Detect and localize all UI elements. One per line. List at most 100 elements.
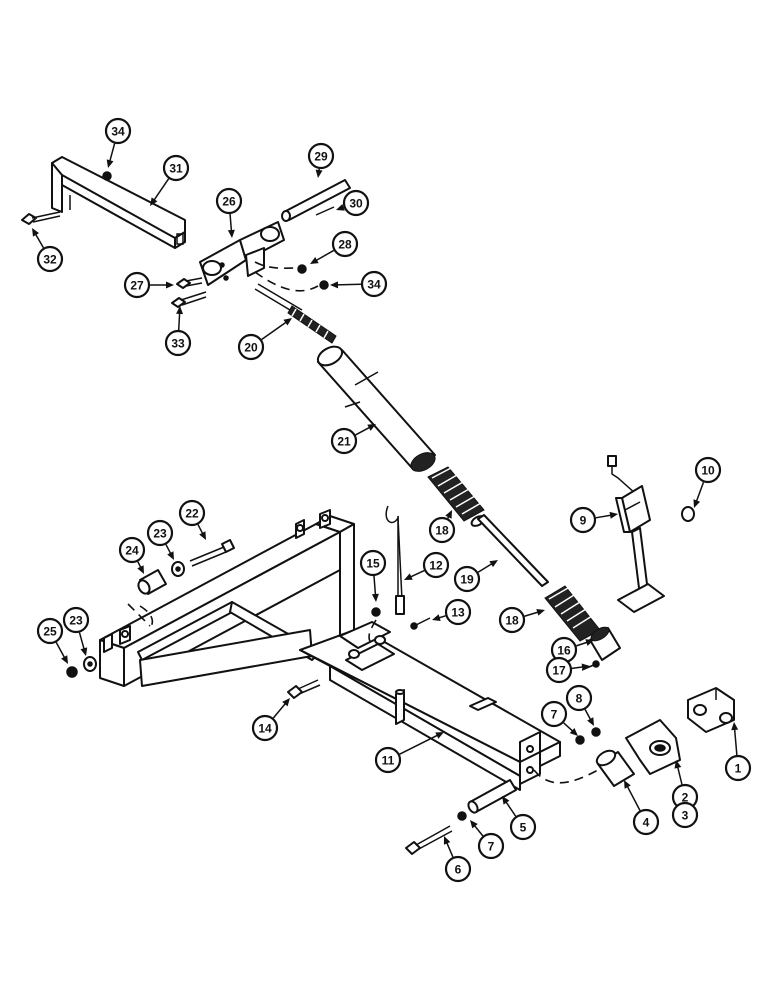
- callout-arrowhead: [336, 204, 345, 211]
- callout-circle: [178, 499, 206, 527]
- a-frame-11: [99, 509, 561, 791]
- callout-circle: [162, 154, 190, 182]
- callout-18: 18: [428, 510, 456, 544]
- callout-12: 12: [404, 551, 450, 580]
- callout-5: 5: [502, 796, 537, 841]
- callout-leader: [626, 784, 641, 811]
- callout-number: 7: [551, 708, 558, 722]
- callout-34: 34: [104, 117, 132, 168]
- clevis-26: [199, 221, 285, 286]
- callout-arrowhead: [445, 510, 452, 519]
- callout-arrowhead: [693, 499, 701, 508]
- callout-4: 4: [624, 780, 660, 836]
- callout-arrowhead: [199, 531, 206, 540]
- callout-number: 18: [435, 524, 449, 538]
- callout-circle: [724, 754, 752, 782]
- washer-23-lower: [83, 656, 97, 672]
- callout-arrowhead: [367, 424, 376, 431]
- callout-23: 23: [62, 606, 90, 656]
- callout-number: 22: [185, 507, 199, 521]
- callout-arrowhead: [536, 608, 545, 616]
- callout-number: 27: [130, 279, 144, 293]
- callout-6: 6: [443, 836, 472, 883]
- callout-circle: [632, 808, 660, 836]
- callout-circle: [694, 456, 722, 484]
- callout-arrowhead: [404, 573, 413, 580]
- rod-19: [470, 514, 549, 587]
- callout-arrowhead: [587, 717, 594, 726]
- callout-number: 26: [222, 195, 236, 209]
- callout-2: 2: [671, 760, 699, 811]
- nut-34: [319, 280, 329, 290]
- bolt-6: [405, 825, 453, 855]
- callout-circle: [374, 746, 402, 774]
- callout-arrowhead: [624, 780, 631, 789]
- callout-leader: [34, 232, 45, 249]
- callout-number: 20: [244, 341, 258, 355]
- callout-8: 8: [565, 684, 594, 726]
- callout-circle: [565, 684, 593, 712]
- callout-arrowhead: [166, 281, 174, 289]
- callout-32: 32: [32, 228, 64, 273]
- support-bar: [51, 156, 186, 249]
- callout-circle: [123, 271, 151, 299]
- hitch-eye-2: [625, 719, 681, 775]
- callout-24: 24: [118, 536, 146, 574]
- callout-leader: [152, 178, 170, 202]
- callout-34: 34: [330, 270, 388, 298]
- callout-number: 29: [314, 150, 328, 164]
- callout-leader: [473, 824, 484, 837]
- callout-arrowhead: [61, 655, 68, 664]
- bolt-32: [21, 211, 61, 225]
- callout-arrowhead: [330, 281, 339, 289]
- callout-leader: [563, 722, 575, 733]
- callout-circle: [671, 801, 699, 829]
- callout-arrowhead: [167, 551, 174, 560]
- callout-circle: [569, 506, 597, 534]
- callout-number: 9: [580, 514, 587, 528]
- callout-layer: 1234567789101112131415161718181920212223…: [32, 117, 752, 883]
- cap-16: [589, 626, 621, 661]
- callout-number: 4: [643, 816, 650, 830]
- callout-arrowhead: [435, 732, 444, 739]
- dashed-guide-4: [533, 769, 599, 784]
- spring-18-lower: [544, 585, 601, 642]
- callout-leader: [409, 569, 425, 579]
- callout-arrowhead: [80, 647, 88, 656]
- callout-21: 21: [330, 424, 376, 455]
- callout-arrowhead: [176, 306, 184, 315]
- callout-circle: [331, 230, 359, 258]
- callout-arrowhead: [150, 197, 158, 206]
- callout-leader: [355, 426, 372, 436]
- callout-circle: [444, 855, 472, 883]
- callout-circle: [62, 606, 90, 634]
- callout-circle: [477, 832, 505, 860]
- spring-18-upper: [427, 466, 485, 522]
- pin-24: [137, 569, 167, 595]
- callout-circle: [540, 700, 568, 728]
- callout-number: 25: [43, 625, 57, 639]
- callout-15: 15: [359, 549, 387, 602]
- callout-28: 28: [310, 230, 359, 264]
- callout-arrowhead: [569, 728, 578, 736]
- callout-19: 19: [453, 560, 498, 593]
- callout-9: 9: [569, 506, 618, 534]
- callout-number: 6: [455, 863, 462, 877]
- callout-number: 21: [337, 435, 351, 449]
- bolt-27: [176, 277, 203, 289]
- callout-circle: [498, 606, 526, 634]
- callout-29: 29: [307, 142, 335, 178]
- callout-33: 33: [164, 306, 192, 357]
- callout-20: 20: [237, 318, 292, 361]
- callout-leader: [733, 727, 738, 756]
- callout-arrowhead: [32, 228, 40, 237]
- callout-circle: [146, 519, 174, 547]
- callout-22: 22: [178, 499, 206, 540]
- callout-leader: [571, 666, 585, 670]
- callout-arrowhead: [609, 511, 618, 519]
- callout-number: 23: [153, 527, 167, 541]
- callout-13: 13: [432, 598, 472, 626]
- nut-34-top: [102, 171, 112, 181]
- callout-number: 12: [429, 559, 443, 573]
- callout-leader: [584, 709, 592, 722]
